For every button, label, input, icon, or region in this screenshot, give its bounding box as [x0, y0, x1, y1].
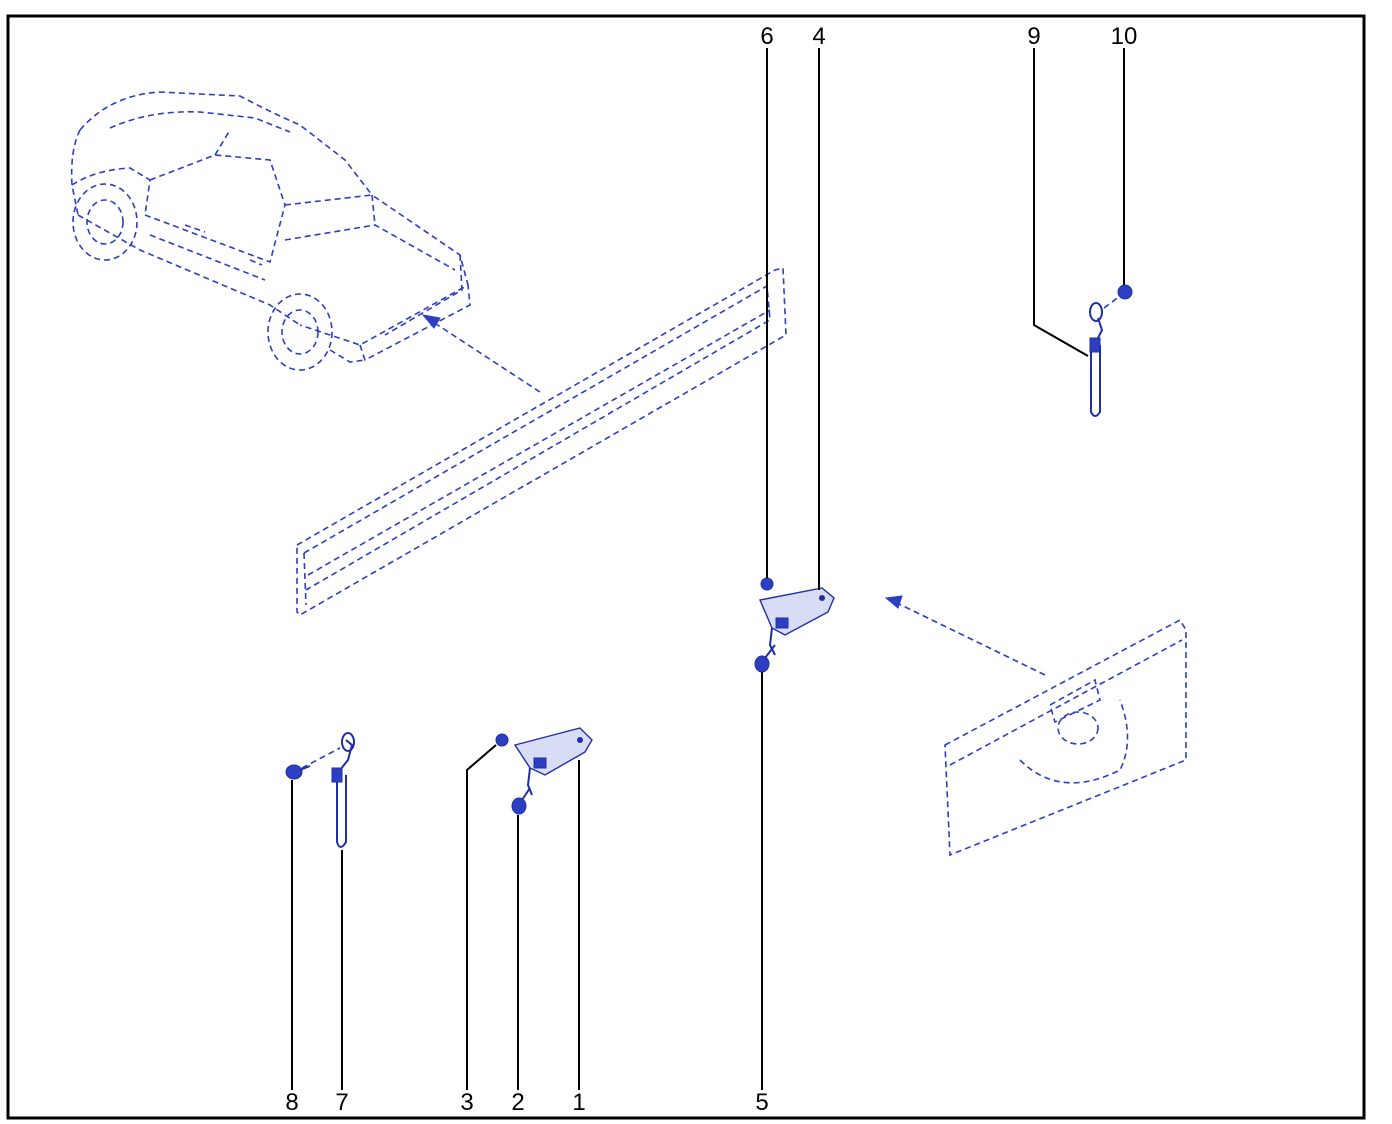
bolt-icon	[511, 787, 531, 815]
callout-2: 2	[511, 1089, 524, 1116]
leader-lines	[291, 48, 1125, 1090]
tailgate	[944, 618, 1187, 857]
callout-1: 1	[572, 1089, 585, 1116]
callout-6: 6	[760, 23, 773, 50]
diagram-frame	[6, 14, 1366, 1120]
callout-7: 7	[335, 1089, 348, 1116]
callout-10: 10	[1111, 23, 1138, 50]
assembly-arrow-to-vehicle	[421, 314, 541, 393]
bolt-icon	[285, 764, 311, 780]
nut-icon	[495, 733, 509, 747]
bracket-assembly-upper	[754, 577, 835, 673]
callout-8: 8	[285, 1089, 298, 1116]
vehicle-outline	[70, 91, 471, 371]
callout-3: 3	[460, 1089, 473, 1116]
callout-4: 4	[812, 23, 825, 50]
callout-9: 9	[1027, 23, 1040, 50]
callout-5: 5	[755, 1089, 768, 1116]
assembly-arrow-to-part-4	[884, 595, 1046, 676]
support-cable-upper	[1089, 284, 1133, 417]
bolt-icon	[754, 644, 776, 673]
bracket-assembly-lower	[495, 727, 593, 815]
panel-strip	[296, 266, 787, 616]
bolt-icon	[1117, 284, 1133, 300]
nut-icon	[760, 577, 774, 591]
support-cable-lower	[285, 732, 355, 848]
